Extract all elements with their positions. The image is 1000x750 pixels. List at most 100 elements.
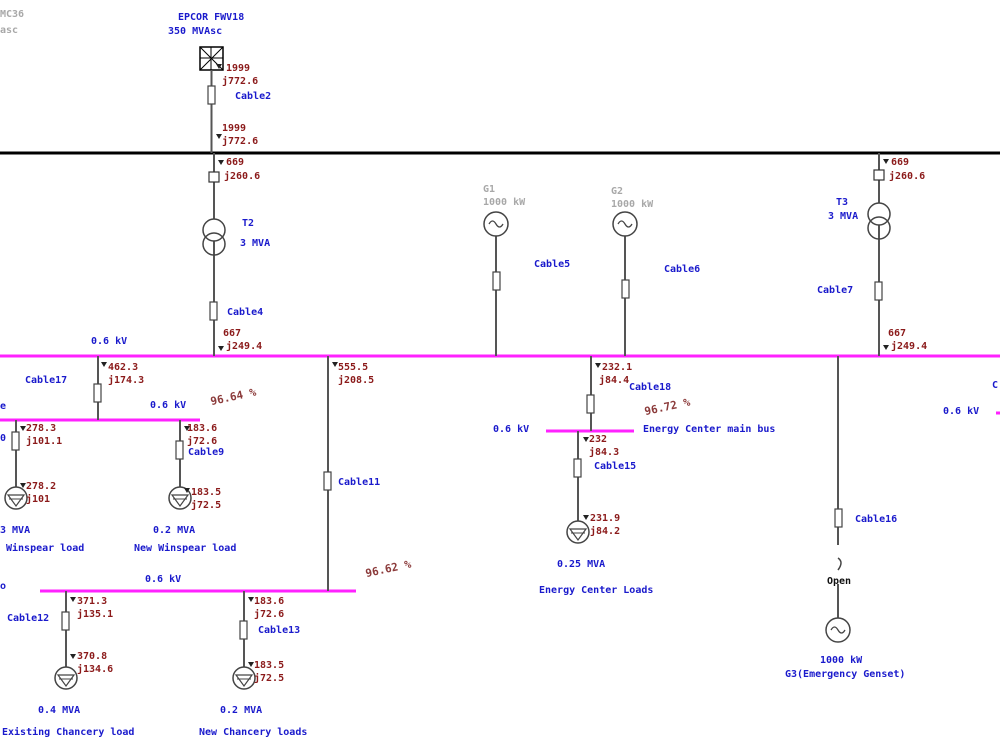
existing-chancery-rating: 0.4 MVA: [38, 705, 81, 716]
breaker-t3[interactable]: [873, 169, 885, 181]
cable18-symbol[interactable]: [586, 394, 595, 414]
cable2-label: Cable2: [235, 91, 272, 102]
t2-flow-p: 669: [226, 157, 245, 168]
cable12-label: Cable12: [7, 613, 50, 624]
cable7-symbol[interactable]: [874, 281, 883, 301]
cable2-symbol[interactable]: [207, 85, 216, 105]
generator-g2[interactable]: [612, 211, 638, 237]
cable5-symbol[interactable]: [492, 271, 501, 291]
cable9-flow-p: 183.6: [187, 423, 218, 434]
energy-bus-name: Energy Center main bus: [643, 424, 776, 435]
cable15-flow-p: 232: [589, 434, 608, 445]
winspear-existing-partial: 0: [0, 433, 7, 444]
cable9-symbol[interactable]: [175, 440, 184, 460]
cable13-flow-p: 183.6: [254, 596, 285, 607]
cable9-load-p: 183.5: [191, 487, 222, 498]
winspear-existing-flow-p: 278.3: [26, 423, 57, 434]
cable18-label: Cable18: [629, 382, 672, 393]
cable4-flow-q: j249.4: [226, 341, 263, 352]
chancery-bus-voltage: 0.6 kV: [145, 574, 182, 585]
cable13-load-q: j72.5: [254, 673, 285, 684]
t3-flow-p: 669: [891, 157, 910, 168]
t3-rating: 3 MVA: [828, 211, 859, 222]
open-switch-symbol[interactable]: [837, 557, 842, 571]
cable18-flow-p: 232.1: [602, 362, 633, 373]
utility-name: EPCOR FWV18: [178, 12, 245, 23]
cable4-label: Cable4: [227, 307, 264, 318]
t2-name: T2: [242, 218, 255, 229]
cable5-label: Cable5: [534, 259, 571, 270]
cable17-symbol[interactable]: [93, 383, 102, 403]
right-partial-voltage: 0.6 kV: [943, 406, 980, 417]
energy-center-load[interactable]: [566, 520, 590, 544]
cable13-symbol[interactable]: [239, 620, 248, 640]
cable7-flow-p: 667: [888, 328, 907, 339]
existing-chancery-load[interactable]: [54, 666, 78, 690]
partial-source-name: MC36: [0, 9, 25, 20]
g1-name: G1: [483, 184, 496, 195]
cable9-flow-q: j72.6: [187, 436, 218, 447]
cable2-flow-q: j772.6: [222, 136, 259, 147]
cable17-flow-q: j174.3: [108, 375, 145, 386]
cable11-flow-q: j208.5: [338, 375, 375, 386]
g2-rating: 1000 kW: [611, 199, 654, 210]
cable11-symbol[interactable]: [323, 471, 332, 491]
t3-name: T3: [836, 197, 849, 208]
cable13-flow-q: j72.6: [254, 609, 285, 620]
g3-name: G3(Emergency Genset): [785, 669, 906, 680]
cable15-flow-q: j84.3: [589, 447, 620, 458]
winspear-existing-load-p: 278.2: [26, 481, 57, 492]
cable16-symbol[interactable]: [834, 508, 843, 528]
winspear-bus-partial-name: e: [0, 401, 7, 412]
cable6-label: Cable6: [664, 264, 701, 275]
cable18-flow-q: j84.4: [599, 375, 630, 386]
cable12-load-q: j134.6: [77, 664, 114, 675]
g2-name: G2: [611, 186, 624, 197]
g1-rating: 1000 kW: [483, 197, 526, 208]
new-winspear-name: New Winspear load: [134, 543, 237, 554]
breaker-t2[interactable]: [208, 171, 220, 183]
utility-rating: 350 MVAsc: [168, 26, 223, 37]
main-lv-bus-voltage: 0.6 kV: [91, 336, 128, 347]
cable16-label: Cable16: [855, 514, 898, 525]
cable4-symbol[interactable]: [209, 301, 218, 321]
t2-flow-q: j260.6: [224, 171, 261, 182]
transformer-t2[interactable]: [202, 218, 226, 256]
t2-rating: 3 MVA: [240, 238, 271, 249]
transformer-t3[interactable]: [867, 202, 891, 240]
winspear-existing-load-q: j101: [26, 494, 51, 505]
cable12-symbol[interactable]: [61, 611, 70, 631]
cable11-flow-p: 555.5: [338, 362, 369, 373]
generator-g3[interactable]: [825, 617, 851, 643]
cable12-flow-p: 371.3: [77, 596, 108, 607]
new-chancery-load[interactable]: [232, 666, 256, 690]
energy-bus-voltage: 0.6 kV: [493, 424, 530, 435]
winspear-existing-rating: 3 MVA: [0, 525, 31, 536]
utility-flow-q: j772.6: [222, 76, 259, 87]
cable9-load-q: j72.5: [191, 500, 222, 511]
winspear-existing-name: Winspear load: [6, 543, 85, 554]
cable7-label: Cable7: [817, 285, 854, 296]
new-winspear-rating: 0.2 MVA: [153, 525, 196, 536]
cable4-flow-p: 667: [223, 328, 242, 339]
cable17-flow-p: 462.3: [108, 362, 139, 373]
cable17-label: Cable17: [25, 375, 68, 386]
new-winspear-load[interactable]: [168, 486, 192, 510]
winspear-existing-load[interactable]: [4, 486, 28, 510]
g3-rating: 1000 kW: [820, 655, 863, 666]
energy-load-name: Energy Center Loads: [539, 585, 654, 596]
winspear-cable-symbol[interactable]: [11, 431, 20, 451]
cable13-load-p: 183.5: [254, 660, 285, 671]
generator-g1[interactable]: [483, 211, 509, 237]
existing-chancery-name: Existing Chancery load: [2, 727, 135, 738]
cable15-symbol[interactable]: [573, 458, 582, 478]
cable11-label: Cable11: [338, 477, 381, 488]
cable9-label: Cable9: [188, 447, 225, 458]
cable13-label: Cable13: [258, 625, 301, 636]
cable2-flow-p: 1999: [222, 123, 247, 134]
cable12-flow-q: j135.1: [77, 609, 114, 620]
cable15-load-p: 231.9: [590, 513, 621, 524]
utility-flow-p: 1999: [226, 63, 251, 74]
partial-source-rating: asc: [0, 25, 19, 36]
cable6-symbol[interactable]: [621, 279, 630, 299]
